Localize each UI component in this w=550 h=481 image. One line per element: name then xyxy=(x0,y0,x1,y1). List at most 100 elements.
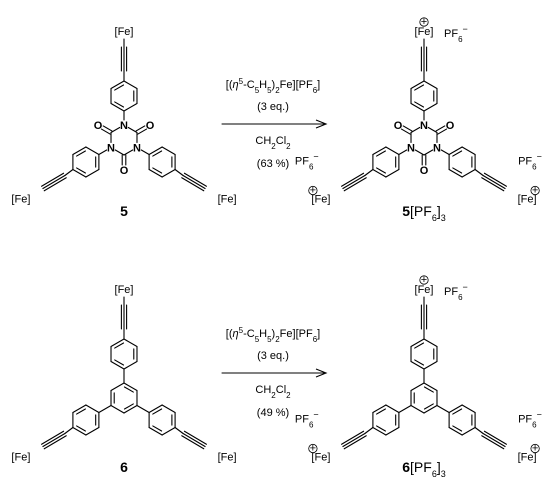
alkyne-bond xyxy=(181,177,205,192)
ring-bond xyxy=(423,80,438,90)
alkyne-bond xyxy=(482,432,506,448)
ring-bond-inner xyxy=(414,342,425,349)
ring-bond-inner xyxy=(114,342,125,349)
reaction-1-arrow: [(η5-C5H5)2Fe][PF6](3 eq.)CH2Cl2(63 %) xyxy=(221,77,328,170)
aryl-bond xyxy=(364,426,374,435)
aryl-bond xyxy=(436,404,450,414)
ring-bond-inner xyxy=(376,425,386,432)
ring-bond xyxy=(410,382,425,392)
hexafluorophosphate-label: PF6− xyxy=(518,152,542,172)
ring-bond-inner xyxy=(452,408,463,415)
ring-bond-inner xyxy=(123,403,134,410)
ring-bond-inner xyxy=(452,150,463,157)
ring-bond xyxy=(423,149,434,156)
ring-bond xyxy=(110,80,125,90)
alkyne-bond xyxy=(41,172,65,187)
ring-bond xyxy=(110,404,125,414)
ring-bond xyxy=(385,146,400,156)
iron-label: [Fe] xyxy=(415,26,434,38)
positive-charge: + xyxy=(310,184,316,196)
alkyne-bond xyxy=(343,435,367,450)
ring-bond xyxy=(461,404,476,414)
iron-label: [Fe] xyxy=(218,194,237,206)
nitrogen-label: N xyxy=(120,120,128,132)
ring-bond xyxy=(448,404,463,414)
ring-bond xyxy=(72,146,87,156)
ring-bond-inner xyxy=(76,167,86,174)
alkyne-bond xyxy=(42,432,66,448)
reaction-2-arrow: [(η5-C5H5)2Fe][PF6](3 eq.)CH2Cl2(49 %) xyxy=(221,326,328,419)
alkyne-bond xyxy=(342,174,366,190)
ring-bond xyxy=(123,80,138,90)
ring-bond xyxy=(123,382,138,392)
ring-bond xyxy=(410,102,425,112)
hexafluorophosphate-label: PF6− xyxy=(518,410,542,430)
ring-bond xyxy=(385,404,400,414)
aryl-bond xyxy=(474,168,484,177)
oxygen-label: O xyxy=(146,120,155,132)
oxygen-label: O xyxy=(120,165,129,177)
alkyne-bond xyxy=(183,172,207,187)
alkyne-bond xyxy=(482,174,506,190)
alkyne-bond xyxy=(481,435,505,450)
alkyne-bond xyxy=(183,430,207,445)
positive-charge: + xyxy=(310,442,316,454)
reagent-label: [(η5-C5H5)2Fe][PF6] xyxy=(226,77,320,95)
alkyne-bond xyxy=(483,430,507,445)
alkyne-bond xyxy=(342,432,366,448)
ring-bond xyxy=(161,146,176,156)
ring-bond-inner xyxy=(123,386,134,393)
ring-bond xyxy=(148,146,163,156)
equivalents-label: (3 eq.) xyxy=(257,350,289,362)
carbonyl-bond xyxy=(100,128,111,135)
aryl-bond xyxy=(174,426,184,435)
ring-bond xyxy=(448,146,463,156)
alkyne-bond xyxy=(43,177,67,192)
iron-label: [Fe] xyxy=(11,194,30,206)
ring-bond-inner xyxy=(76,150,86,157)
ring-bond xyxy=(161,168,176,178)
ring-bond xyxy=(410,360,425,370)
ring-bond xyxy=(123,102,138,112)
ring-bond xyxy=(123,149,134,156)
ring-bond-inner xyxy=(414,101,425,108)
arrow-head xyxy=(315,368,328,378)
positive-charge-circle xyxy=(308,443,318,454)
ring-bond xyxy=(372,426,387,436)
iron-label: [Fe] xyxy=(11,452,30,464)
alkyne-bond xyxy=(341,430,365,445)
ring-bond xyxy=(448,426,463,436)
ring-bond xyxy=(448,168,463,178)
ring-bond xyxy=(423,404,438,414)
arrow-head xyxy=(315,119,328,129)
ring-bond xyxy=(85,146,100,156)
carbonyl-bond xyxy=(137,128,148,135)
ring-bond-inner xyxy=(452,167,463,174)
carbonyl-bond xyxy=(400,128,411,135)
ring-bond xyxy=(423,338,438,348)
ring-bond xyxy=(410,80,425,90)
ring-bond xyxy=(85,168,100,178)
alkyne-bond xyxy=(182,432,206,448)
aryl-bond xyxy=(440,149,450,156)
ring-bond-inner xyxy=(376,150,386,157)
ring-bond xyxy=(385,426,400,436)
aryl-bond xyxy=(136,404,150,414)
positive-charge-circle xyxy=(530,443,540,454)
ring-bond xyxy=(110,382,125,392)
carbonyl-bond xyxy=(435,125,446,132)
aryl-bond xyxy=(398,404,412,414)
ring-bond-inner xyxy=(152,408,163,415)
ring-bond xyxy=(423,360,438,370)
ring-bond xyxy=(85,426,100,436)
ring-bond-inner xyxy=(376,408,386,415)
compound-6-salt: [Fe]+PF6−[Fe]+PF6−[Fe]+PF6− xyxy=(295,274,542,464)
reagent-label: [(η5-C5H5)2Fe][PF6] xyxy=(226,326,320,344)
ring-bond xyxy=(461,146,476,156)
equivalents-label: (3 eq.) xyxy=(257,101,289,113)
alkyne-bond xyxy=(481,177,505,192)
ring-bond-inner xyxy=(376,167,386,174)
yield-label: (49 %) xyxy=(257,407,289,419)
